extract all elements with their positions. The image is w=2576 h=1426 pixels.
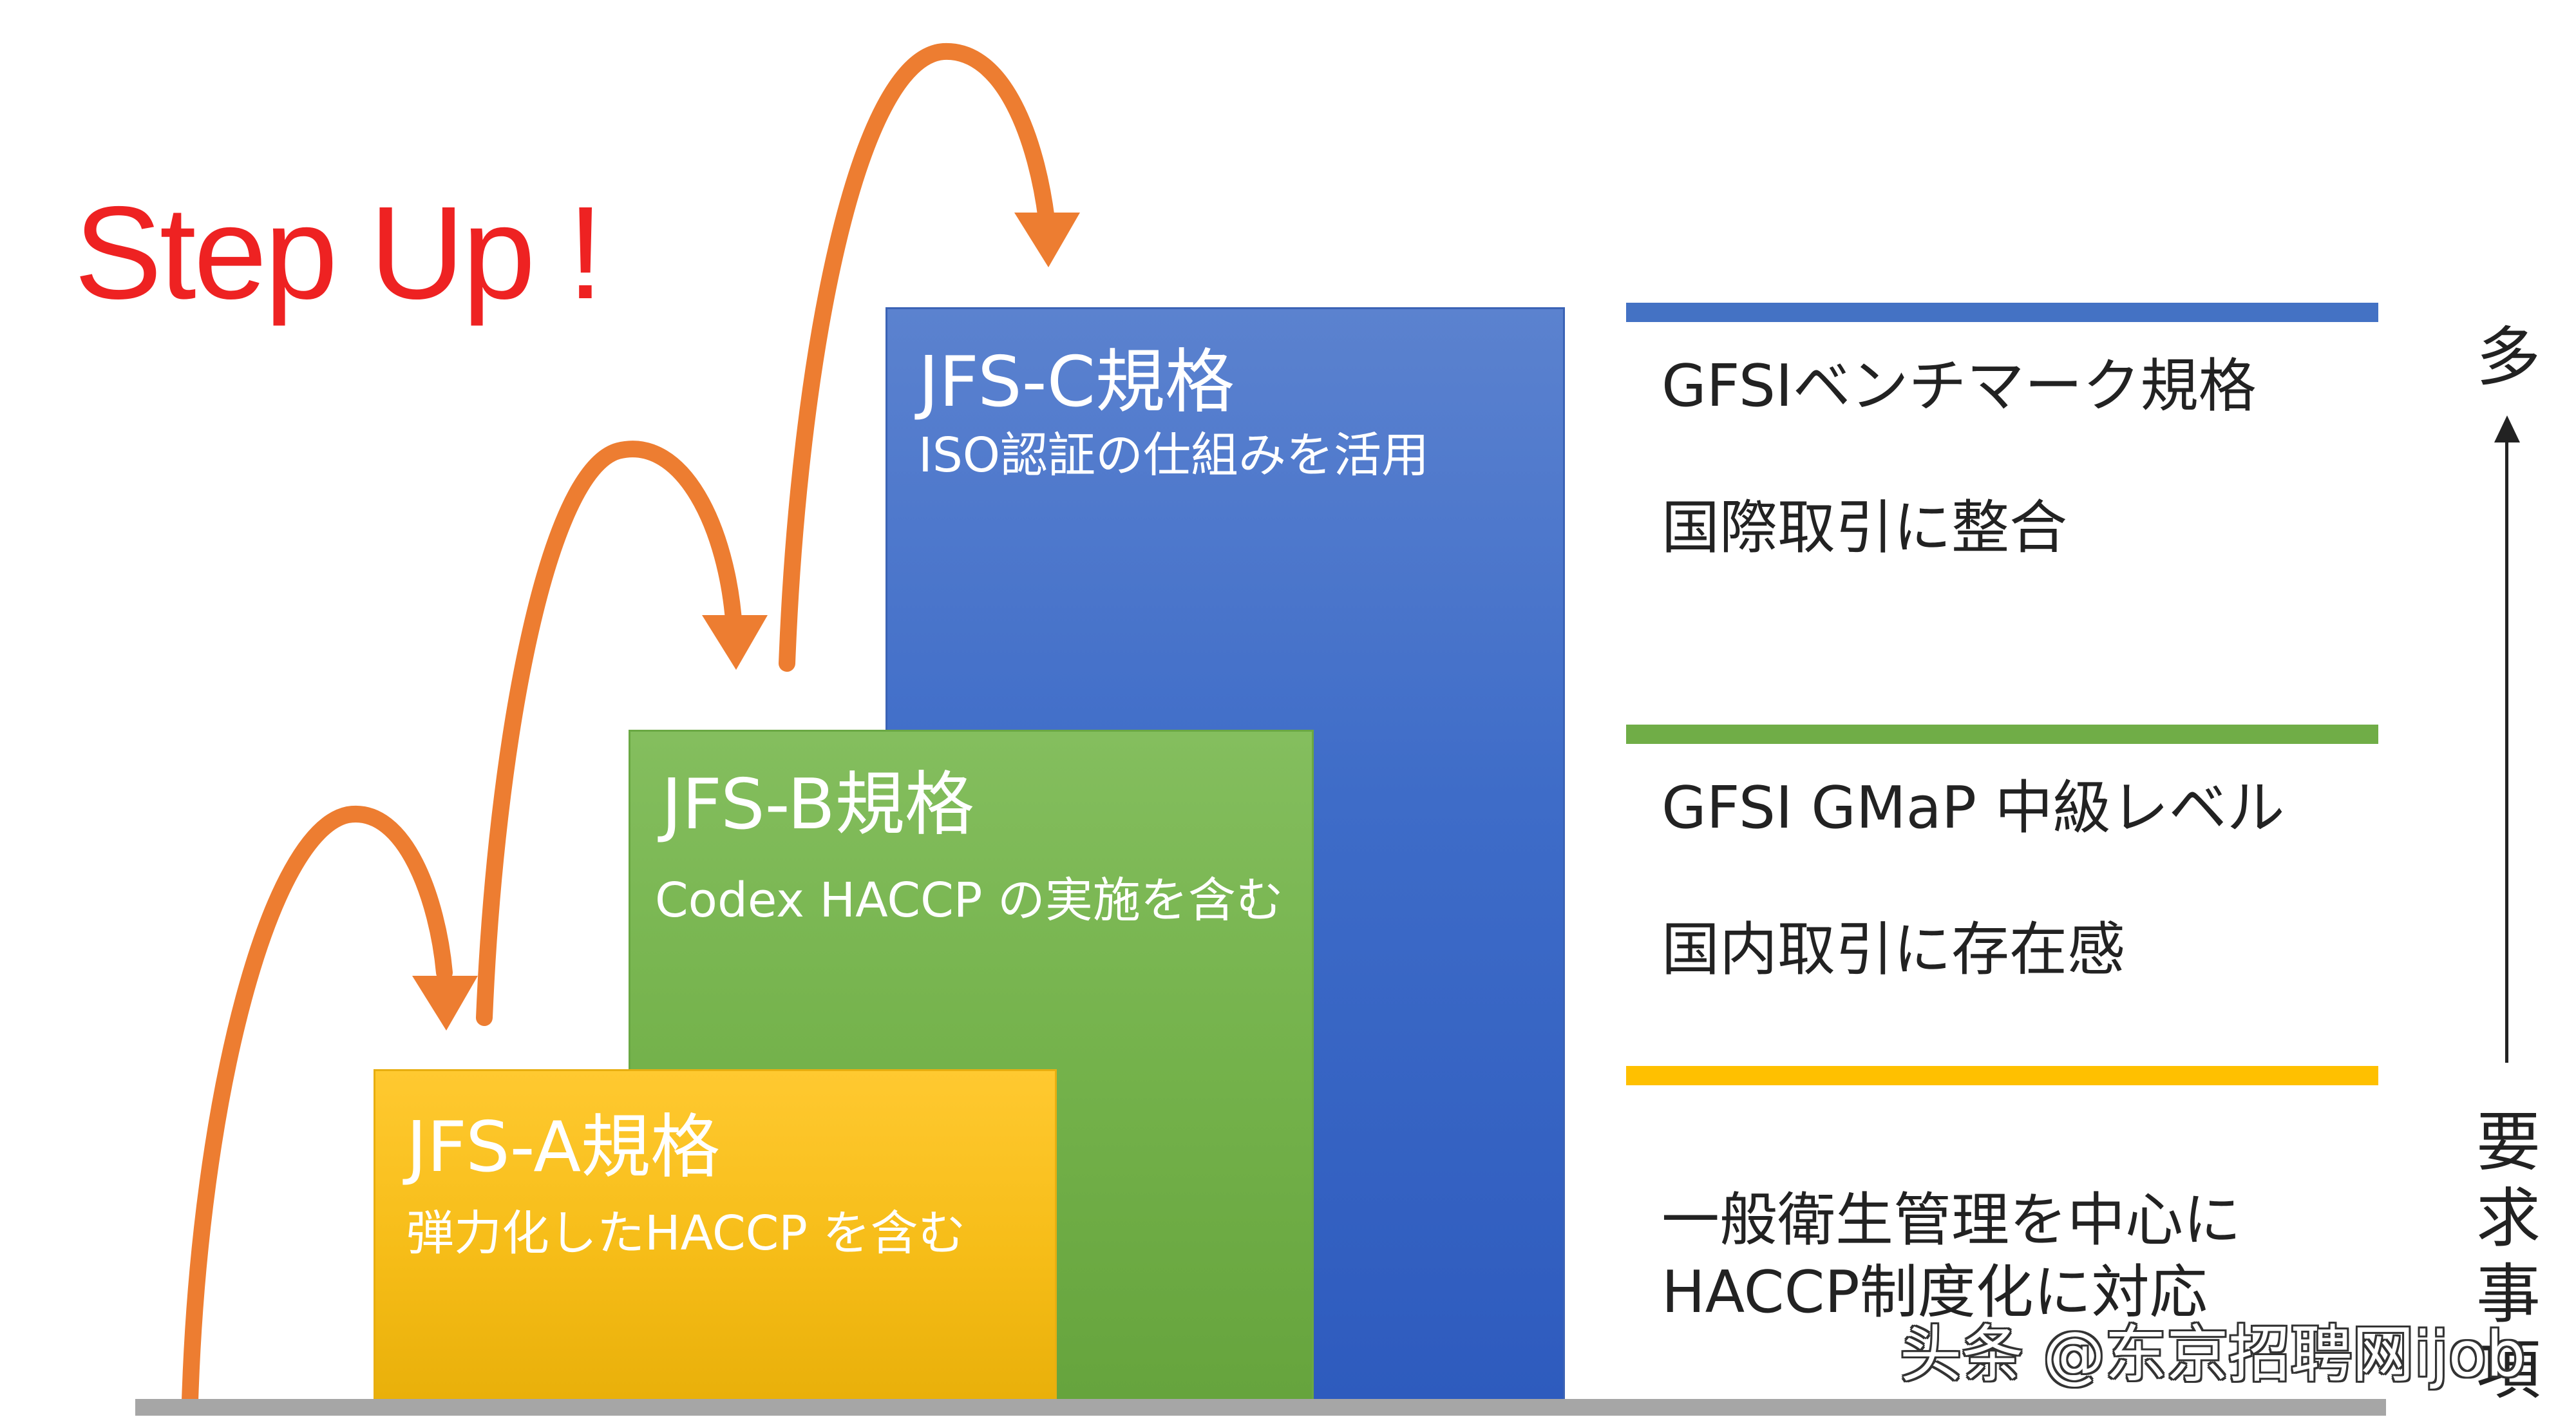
jump-arrow-3: [779, 43, 1055, 672]
jump-arrowhead-2: [702, 615, 768, 670]
level-b-desc-1: GFSI GMaP 中級レベル: [1662, 774, 2285, 842]
watermark: 头条 @东京招聘网ijob: [1900, 1318, 2526, 1391]
level-a-title: JFS-A規格: [406, 1107, 721, 1188]
level-b-subtitle: Codex HACCP の実施を含む: [655, 873, 1283, 928]
level-b-desc-2: 国内取引に存在感: [1662, 916, 2125, 984]
step-up-title: Step Up !: [74, 179, 604, 327]
level-a-subtitle: 弾力化したHACCP を含む: [406, 1206, 966, 1261]
axis-top-label: 多: [2476, 319, 2541, 395]
ground-line: [135, 1399, 2386, 1416]
jump-arrowhead-1: [412, 976, 478, 1031]
level-a-box: JFS-A規格 弾力化したHACCP を含む: [374, 1069, 1057, 1401]
level-c-title: JFS-C規格: [918, 342, 1235, 423]
level-c-divider: [1626, 303, 2378, 322]
axis-bottom-label: 要求事項: [2476, 1105, 2541, 1408]
level-a-divider: [1626, 1066, 2378, 1085]
jump-arrow-2: [476, 441, 743, 1026]
level-c-subtitle: ISO認証の仕組みを活用: [918, 428, 1430, 483]
level-b-divider: [1626, 725, 2378, 744]
level-b-title: JFS-B規格: [661, 765, 974, 845]
jump-arrow-1: [182, 806, 453, 1409]
level-a-desc-1: 一般衛生管理を中心に: [1662, 1186, 2241, 1254]
level-c-desc-1: GFSIベンチマーク規格: [1662, 352, 2257, 420]
level-a-desc-2: HACCP制度化に対応: [1662, 1259, 2208, 1326]
level-c-desc-2: 国際取引に整合: [1662, 494, 2067, 562]
jump-arrowhead-3: [1014, 213, 1080, 267]
axis-line: [2505, 438, 2508, 1063]
